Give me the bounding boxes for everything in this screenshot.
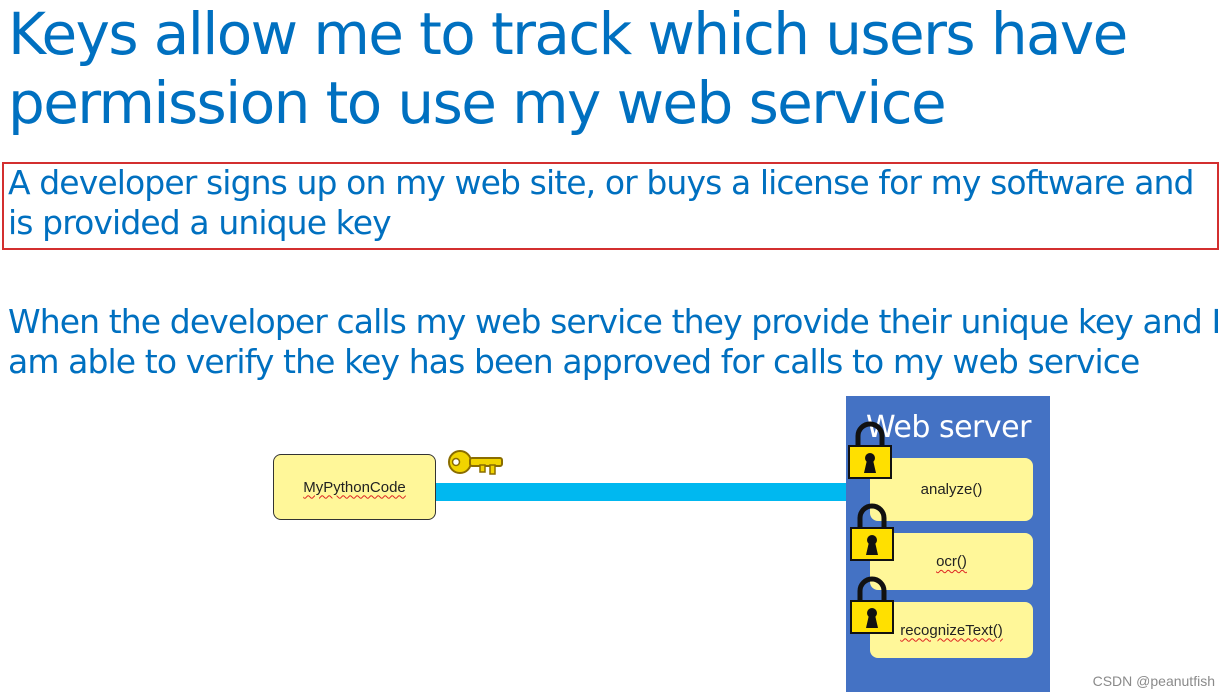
method-analyze-label: analyze() (920, 481, 983, 498)
client-code-label: MyPythonCode (303, 478, 406, 496)
key-icon (448, 450, 503, 475)
method-ocr-label: ocr() (936, 553, 967, 570)
paragraph-signup: A developer signs up on my web site, or … (8, 163, 1194, 242)
web-server-title: Web server (866, 410, 1031, 445)
method-analyze: analyze() (870, 458, 1033, 521)
method-ocr: ocr() (870, 533, 1033, 590)
padlock-icon (850, 576, 894, 634)
highlight-box (2, 162, 1219, 250)
client-code-box: MyPythonCode (273, 454, 436, 520)
padlock-icon (848, 421, 892, 479)
method-recognize-text-label: recognizeText() (900, 621, 1003, 639)
method-recognize-text: recognizeText() (870, 602, 1033, 658)
request-arrow-shaft (436, 483, 852, 501)
watermark: CSDN @peanutfish (1092, 673, 1215, 689)
paragraph-verify: When the developer calls my web service … (8, 302, 1221, 381)
slide-title: Keys allow me to track which users have … (8, 0, 1128, 137)
padlock-icon (850, 503, 894, 561)
